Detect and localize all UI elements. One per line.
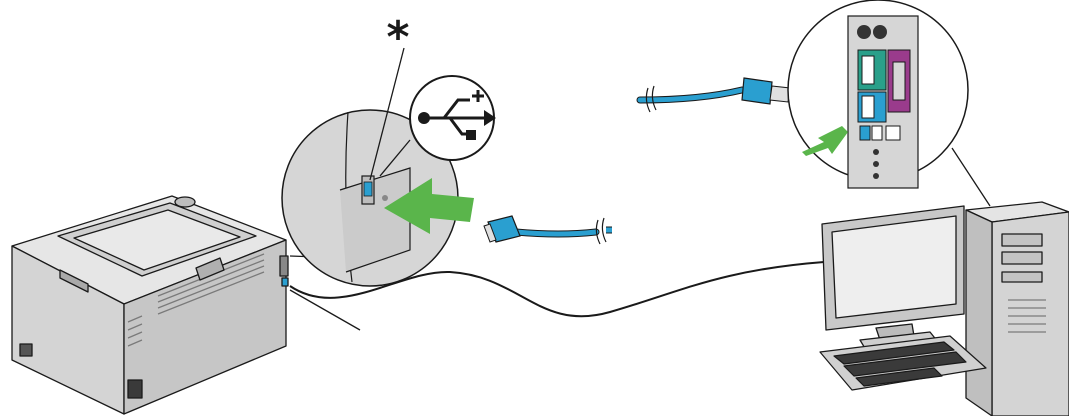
printer-icon (11, 195, 289, 415)
desktop-computer-icon (965, 201, 1069, 416)
monitor-icon (821, 205, 965, 351)
usb-symbol-icon (379, 75, 496, 177)
connecting-cable (289, 261, 825, 318)
usb-cable-icon (483, 215, 612, 245)
printer-port-zoom-callout (281, 109, 459, 331)
computer-port-zoom-callout (787, 0, 991, 207)
callout-marker-leader (369, 47, 405, 181)
keyboard-icon (819, 335, 987, 391)
green-arrow-icon (384, 178, 474, 234)
callout-marker: * (386, 12, 409, 63)
usb-cable-icon-computer-end (636, 77, 791, 113)
